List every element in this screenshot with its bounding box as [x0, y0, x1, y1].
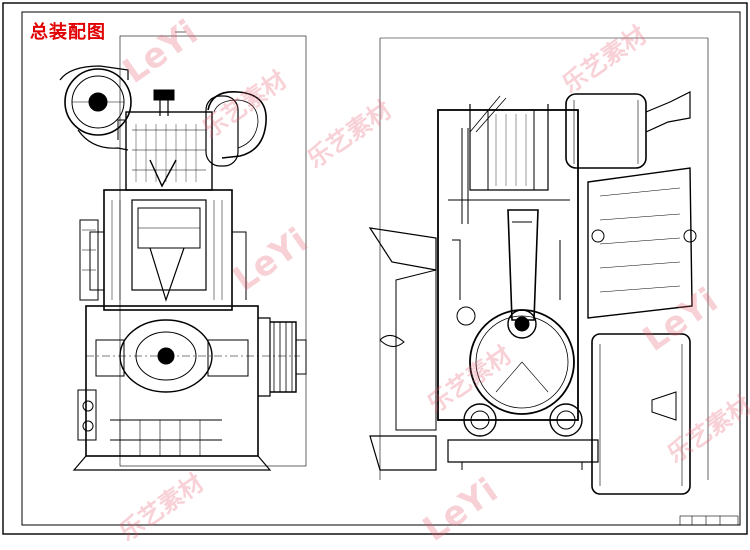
- left-fittings: [77, 219, 99, 441]
- cylinder-block: [89, 189, 247, 311]
- inner-border: [21, 11, 741, 526]
- crank-circle: [469, 209, 575, 415]
- outer-border: [2, 2, 748, 535]
- crankcase: [72, 305, 300, 471]
- page-title: 总装配图: [30, 22, 106, 43]
- balance-weights: [447, 403, 599, 470]
- pulley: [258, 317, 307, 397]
- right-loop: [205, 91, 267, 167]
- drawing-sheet: [2, 2, 748, 535]
- air-filter: [565, 91, 691, 169]
- cylinder-head: [117, 89, 213, 191]
- left-feet: [368, 227, 437, 471]
- push-rods: [456, 95, 507, 326]
- assembly-drawing: [2, 2, 748, 535]
- title-block: [679, 515, 739, 526]
- right-housing: [587, 167, 697, 495]
- main-block: [437, 104, 579, 421]
- fan-housing: [59, 65, 132, 151]
- right-section-view: [368, 37, 709, 495]
- left-section-view: [59, 31, 307, 471]
